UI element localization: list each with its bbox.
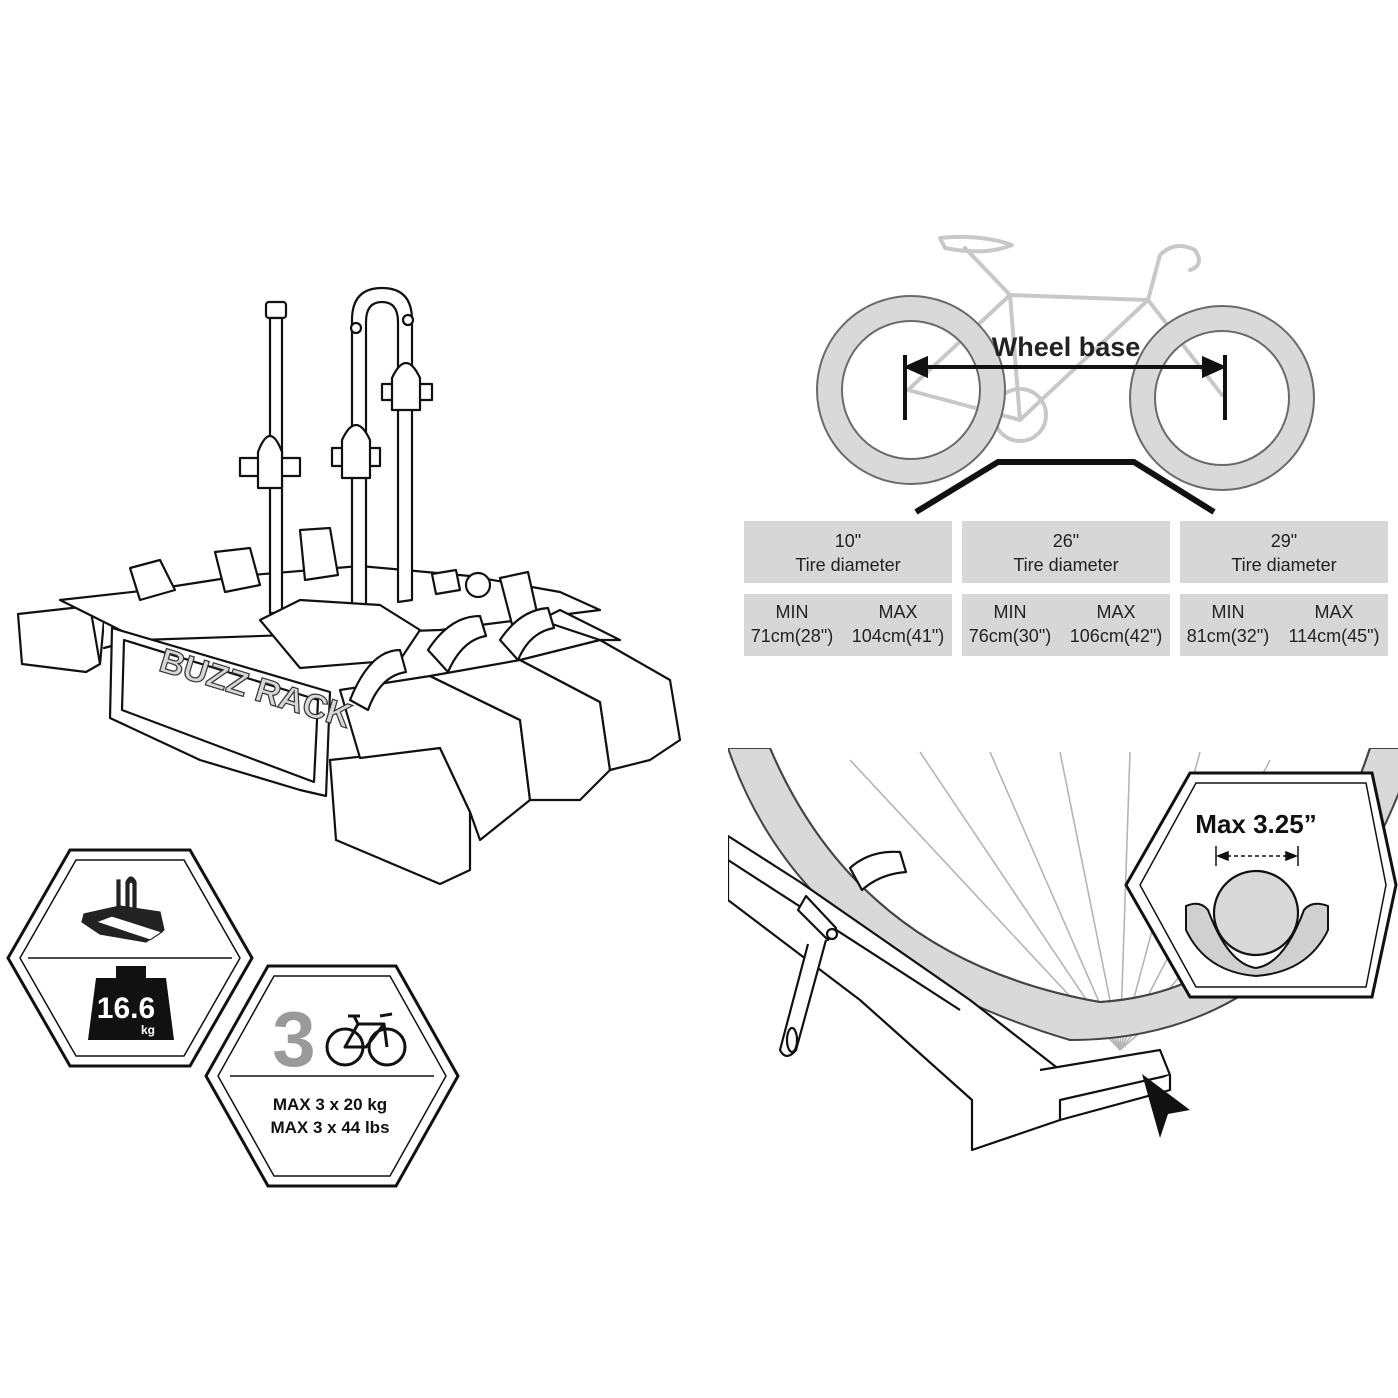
- wheelbase-range-26: MIN 76cm(30") MAX 106cm(42"): [962, 594, 1170, 656]
- weight-icon: [88, 966, 174, 1040]
- wheelbase-range-10: MIN 71cm(28") MAX 104cm(41"): [744, 594, 952, 656]
- max-label: MAX: [1314, 602, 1354, 622]
- weight-value: 16.6: [97, 992, 155, 1025]
- capacity-lbs: MAX 3 x 44 lbs: [270, 1118, 389, 1137]
- weight-unit: kg: [141, 1023, 155, 1037]
- capacity-kg: MAX 3 x 20 kg: [273, 1095, 387, 1114]
- tire-size-header-29: 29" Tire diameter: [1180, 521, 1388, 583]
- wheelbase-label: Wheel base: [992, 332, 1141, 362]
- min-label: MIN: [1211, 602, 1245, 622]
- min-label: MIN: [993, 602, 1027, 622]
- max-tire-width-label: Max 3.25”: [1195, 809, 1316, 839]
- min-label: MIN: [775, 602, 809, 622]
- bike-count: 3: [272, 995, 315, 1083]
- tire-size-header-10: 10" Tire diameter: [744, 521, 952, 583]
- tire-size-header-26: 26" Tire diameter: [962, 521, 1170, 583]
- max-value: 106cm(42"): [1069, 626, 1163, 646]
- bike-rack-icon: [81, 876, 165, 943]
- min-value: 71cm(28"): [750, 626, 834, 646]
- min-value: 81cm(32"): [1186, 626, 1270, 646]
- bicycle-icon: [325, 1012, 407, 1067]
- max-value: 104cm(41"): [851, 626, 945, 646]
- max-label: MAX: [878, 602, 918, 622]
- wheelbase-range-29: MIN 81cm(32") MAX 114cm(45"): [1180, 594, 1388, 656]
- arrow-pointer-icon: [1142, 1074, 1190, 1138]
- max-value: 114cm(45"): [1288, 626, 1380, 646]
- min-value: 76cm(30"): [968, 626, 1052, 646]
- max-label: MAX: [1096, 602, 1136, 622]
